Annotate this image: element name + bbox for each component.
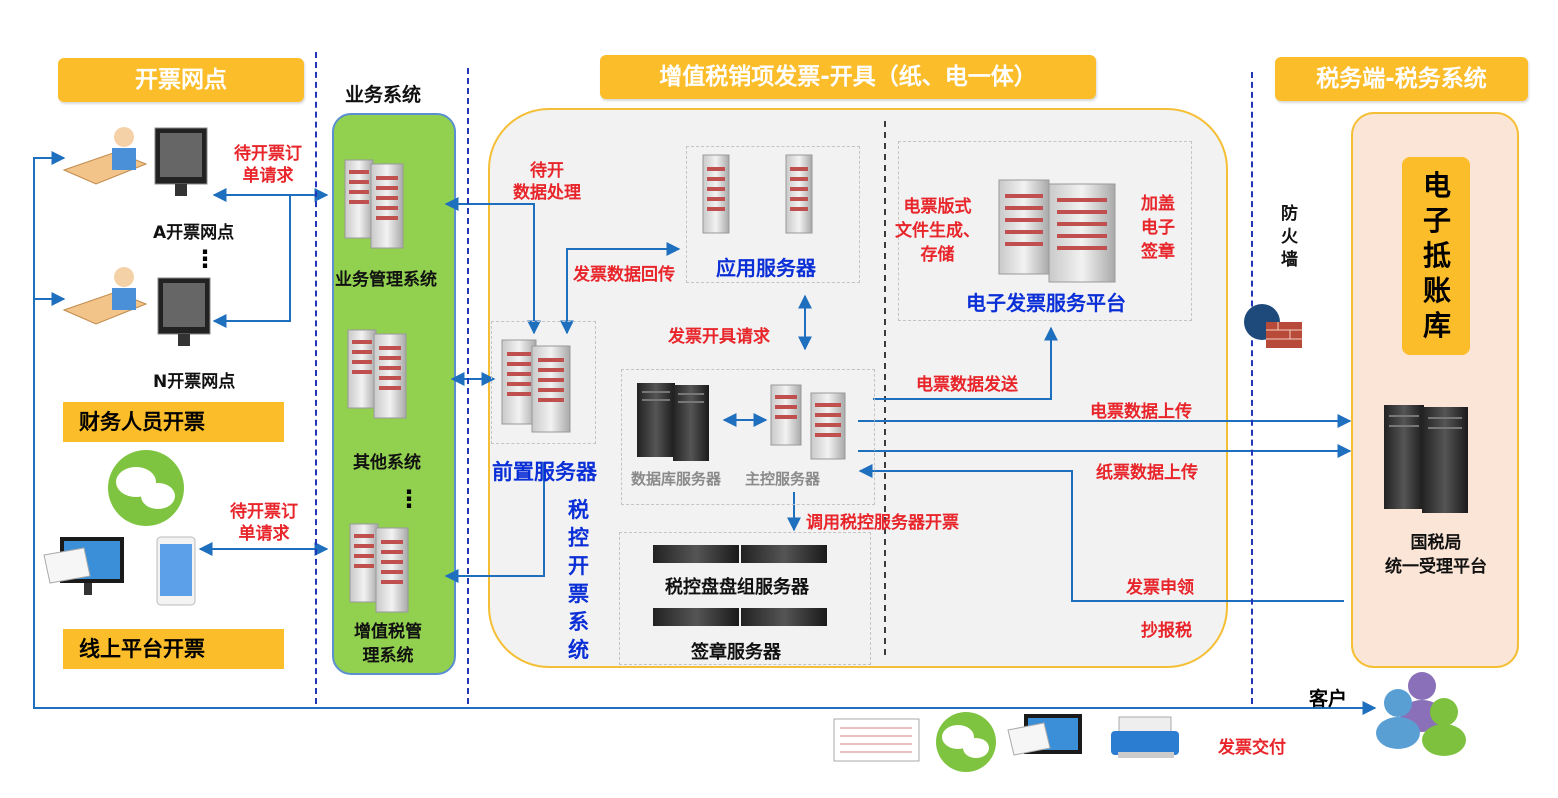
front-server-label: 前置服务器 — [492, 460, 597, 484]
workstation-icon — [62, 127, 208, 196]
phone-icon — [156, 536, 196, 606]
e-invoice-format-label: 电票版式 文件生成、 存储 — [895, 197, 980, 265]
point-a-label: A开票网点 — [153, 223, 235, 243]
order-request-label: 待开票订 单请求 — [230, 502, 298, 544]
firewall-icon — [1244, 304, 1302, 348]
front-server-group — [491, 321, 596, 444]
e-invoice-group — [898, 141, 1192, 321]
divider-3 — [1251, 72, 1253, 704]
master-group — [621, 369, 875, 505]
pending-processing-label: 待开 数据处理 — [513, 161, 581, 203]
server-icon — [344, 159, 404, 249]
other-system-label: 其他系统 — [353, 453, 421, 473]
workstation-icon — [62, 267, 211, 346]
tax-disk-server-label: 税控盘盘组服务器 — [665, 577, 809, 598]
firewall-label: 防 火 墙 — [1281, 204, 1298, 270]
server-icon — [347, 329, 407, 419]
sign-server-label: 签章服务器 — [691, 642, 781, 663]
online-issue-box: 线上平台开票 — [63, 629, 284, 669]
tax-bureau-server-icon — [1384, 405, 1468, 513]
printer-icon — [1111, 716, 1179, 758]
e-invoice-send-label: 电票数据发送 — [916, 375, 1018, 395]
finance-issue-box: 财务人员开票 — [63, 402, 284, 442]
ellipsis-business: ⋮ — [397, 485, 421, 513]
divider-2 — [467, 68, 469, 704]
front-server-icon — [501, 339, 571, 433]
db-server-icon — [637, 383, 709, 461]
paper-upload-label: 纸票数据上传 — [1096, 463, 1198, 483]
vat-mgmt-label: 增值税管 理系统 — [354, 622, 422, 666]
point-n-label: N开票网点 — [153, 372, 236, 392]
e-invoice-server-icon — [998, 179, 1116, 283]
ellipsis-left: ⋮ — [193, 245, 217, 273]
add-signature-label: 加盖 电子 签章 — [1141, 194, 1175, 262]
rack-server-icon — [653, 545, 827, 626]
header-business-system: 业务系统 — [345, 84, 422, 106]
tax-control-system-label: 税控开票系统 — [568, 498, 589, 662]
tax-disk-group — [619, 532, 871, 665]
e-invoice-platform-label: 电子发票服务平台 — [966, 291, 1126, 315]
server-icon — [349, 523, 409, 613]
tax-bureau-label: 国税局 统一受理平台 — [1385, 533, 1487, 577]
wechat-icon — [108, 450, 184, 526]
monitor-icon — [1007, 714, 1082, 756]
invoice-data-return-label: 发票数据回传 — [573, 265, 675, 285]
invoice-paper-icon — [833, 718, 920, 762]
app-server-label: 应用服务器 — [716, 256, 816, 280]
db-server-label: 数据库服务器 — [631, 470, 722, 488]
tax-panel — [1351, 112, 1519, 668]
header-tax-side: 税务端-税务系统 — [1275, 57, 1528, 101]
call-tax-server-label: 调用税控服务器开票 — [806, 513, 959, 533]
header-issuing-points: 开票网点 — [58, 58, 304, 102]
wechat-icon — [936, 712, 996, 772]
ledger-label: 电 子 抵 账 库 — [1422, 169, 1451, 342]
business-mgmt-label: 业务管理系统 — [335, 270, 437, 290]
delivery-label: 发票交付 — [1218, 738, 1286, 758]
master-server-icon — [770, 384, 846, 460]
ledger-box — [1402, 157, 1470, 355]
invoice-apply-label: 发票申领 — [1126, 578, 1194, 598]
master-server-label: 主控服务器 — [745, 470, 821, 488]
customer-label: 客户 — [1309, 688, 1348, 710]
order-request-label: 待开票订 单请求 — [234, 144, 302, 186]
issue-request-label: 发票开具请求 — [668, 327, 770, 347]
e-invoice-upload-label: 电票数据上传 — [1090, 402, 1192, 422]
monitor-icon — [43, 537, 124, 595]
app-server-icon — [702, 154, 813, 234]
customer-icon — [1376, 672, 1466, 756]
header-vat-issuing: 增值税销项发票-开具（纸、电一体） — [600, 55, 1096, 99]
tax-report-label: 抄报税 — [1141, 621, 1192, 641]
divider-1 — [315, 52, 317, 704]
app-server-group — [686, 146, 860, 283]
